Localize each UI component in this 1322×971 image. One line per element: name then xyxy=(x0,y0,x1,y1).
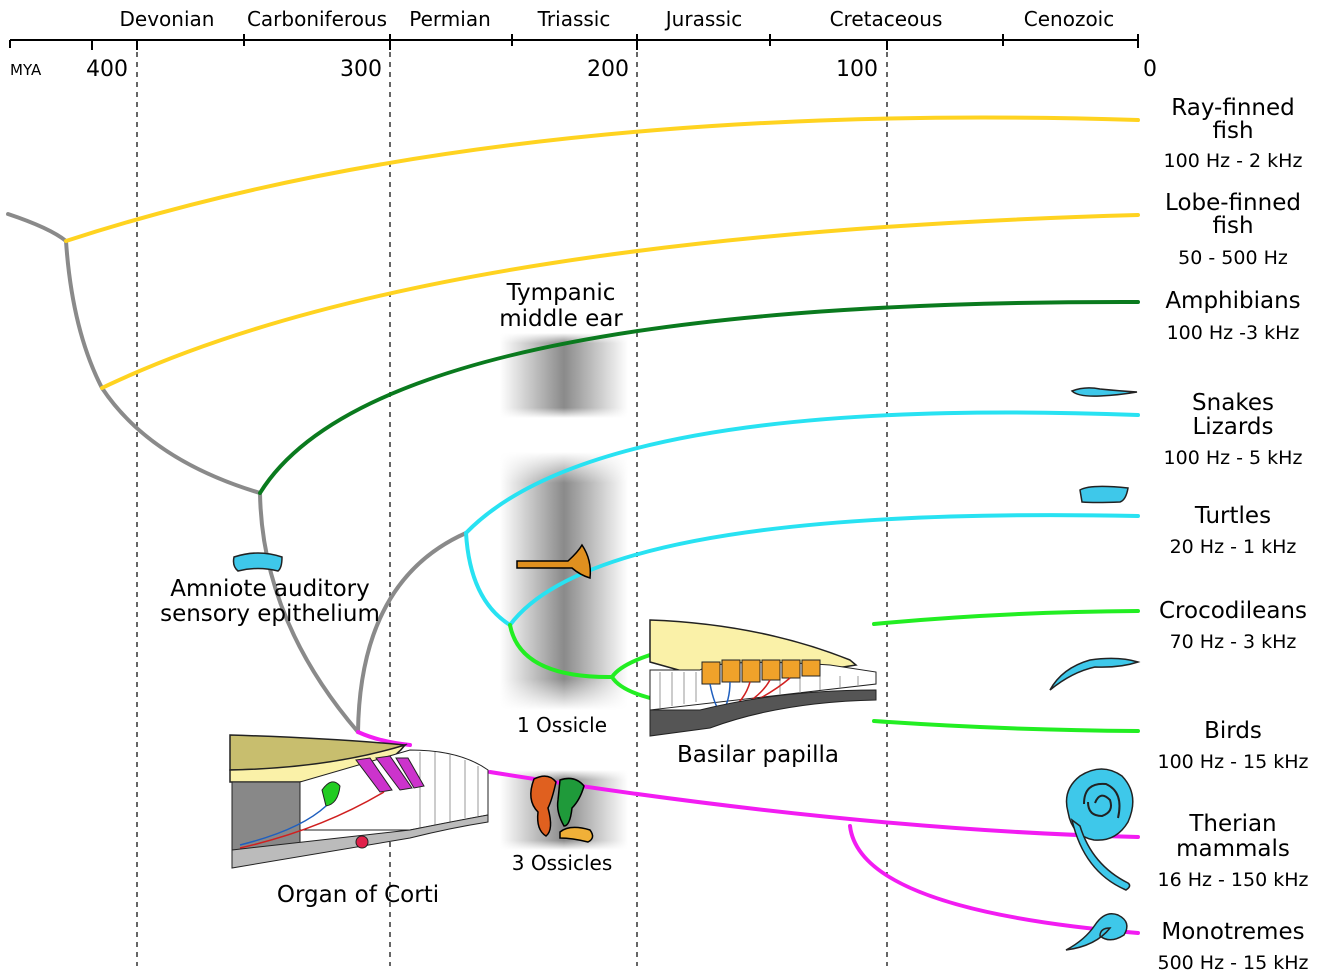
mya-tick-0: 0 xyxy=(1143,57,1157,82)
mya-unit-label: MYA xyxy=(10,61,42,79)
clade-frequency-range-crocodileans: 70 Hz - 3 kHz xyxy=(1170,631,1297,653)
columella-icon xyxy=(516,543,592,579)
ray-finned-fish-branch xyxy=(64,115,1140,243)
tympanic-label-line1: Tympanic xyxy=(506,280,616,306)
tympanic-label-line2: middle ear xyxy=(499,306,623,332)
clade-name-snakes-lizards-line2: Lizards xyxy=(1192,414,1273,440)
basilar-papilla-label: Basilar papilla xyxy=(677,742,839,768)
crocodilian-papilla-icon xyxy=(1049,657,1141,691)
clade-frequency-range-ray-finned-fish: 100 Hz - 2 kHz xyxy=(1164,150,1303,172)
phylogeny-tree xyxy=(6,115,1140,935)
crocodilian-branch-near xyxy=(610,653,652,679)
clade-frequency-range-monotremes: 500 Hz - 15 kHz xyxy=(1158,952,1309,971)
therian-branch xyxy=(488,770,1140,839)
turtle-branch xyxy=(508,513,1140,627)
period-label-carboniferous: Carboniferous xyxy=(247,7,387,31)
clade-name-lobe-finned-fish-line2: fish xyxy=(1212,213,1253,239)
period-label-triassic: Triassic xyxy=(537,7,611,31)
amniote-branch xyxy=(356,531,468,734)
clade-name-therian-mammals-line2: mammals xyxy=(1176,836,1290,862)
timeline-header: Devonian Carboniferous Permian Triassic … xyxy=(9,7,1157,82)
one-ossicle-label: 1 Ossicle xyxy=(517,713,607,737)
clade-name-birds-line1: Birds xyxy=(1204,718,1262,744)
mya-tick-marks xyxy=(91,40,888,50)
lobe-finned-fish-branch xyxy=(100,213,1140,390)
clade-frequency-range-therian-mammals: 16 Hz - 150 kHz xyxy=(1158,869,1309,891)
organ-of-corti-illustration xyxy=(229,734,489,869)
bird-branch xyxy=(872,719,1140,733)
squamate-papilla-icon xyxy=(1070,387,1138,397)
clade-name-ray-finned-fish-line2: fish xyxy=(1212,118,1253,144)
clade-frequency-range-snakes-lizards: 100 Hz - 5 kHz xyxy=(1164,447,1303,469)
epithelium-icons xyxy=(232,387,1141,951)
period-label-cretaceous: Cretaceous xyxy=(830,7,943,31)
mya-tick-400: 400 xyxy=(86,57,128,82)
mya-tick-300: 300 xyxy=(340,57,382,82)
clade-name-snakes-lizards-line1: Snakes xyxy=(1192,390,1274,416)
three-ossicles-icon xyxy=(530,775,594,843)
basilar-papilla-illustration xyxy=(649,619,877,737)
clade-frequency-range-birds: 100 Hz - 15 kHz xyxy=(1158,751,1309,773)
therian-cochlea-icon xyxy=(1065,768,1134,891)
mya-tick-100: 100 xyxy=(836,57,878,82)
period-label-permian: Permian xyxy=(409,7,491,31)
mya-tick-200: 200 xyxy=(587,57,629,82)
clade-name-ray-finned-fish-line1: Ray-finned xyxy=(1171,95,1294,121)
monotreme-branch xyxy=(848,824,1140,935)
crocodilian-branch xyxy=(872,609,1140,626)
amniote-epithelium-icon xyxy=(232,552,283,572)
turtle-papilla-icon xyxy=(1079,485,1129,504)
clade-frequency-range-turtles: 20 Hz - 1 kHz xyxy=(1170,536,1297,558)
monotreme-cochlea-icon xyxy=(1065,913,1128,951)
amphibian-branch xyxy=(258,299,1140,495)
middle-ear-bands xyxy=(500,333,628,850)
annotations: Tympanic middle ear Amniote auditory sen… xyxy=(160,280,839,908)
period-label-cenozoic: Cenozoic xyxy=(1024,7,1114,31)
period-label-jurassic: Jurassic xyxy=(664,7,742,31)
amniote-label-line2: sensory epithelium xyxy=(160,601,380,627)
clade-name-amphibians-line1: Amphibians xyxy=(1165,288,1300,314)
bird-branch-near xyxy=(610,675,652,700)
corti-red-vessel xyxy=(355,835,369,849)
ancestral-branch xyxy=(6,212,360,734)
clade-frequency-range-amphibians: 100 Hz -3 kHz xyxy=(1167,322,1300,344)
clade-name-turtles-line1: Turtles xyxy=(1194,503,1271,529)
clade-name-lobe-finned-fish-line1: Lobe-finned xyxy=(1165,190,1301,216)
squamate-branch xyxy=(464,410,1140,535)
clade-name-crocodileans-line1: Crocodileans xyxy=(1159,598,1307,624)
amniote-label-line1: Amniote auditory xyxy=(170,576,369,602)
archosaur-stem xyxy=(508,623,614,680)
sauropsid-stem xyxy=(464,531,512,627)
three-ossicles-label: 3 Ossicles xyxy=(512,851,613,875)
clade-name-therian-mammals-line1: Therian xyxy=(1188,811,1276,837)
organ-of-corti-label: Organ of Corti xyxy=(277,882,439,908)
clade-frequency-range-lobe-finned-fish: 50 - 500 Hz xyxy=(1178,247,1288,269)
period-label-devonian: Devonian xyxy=(120,7,215,31)
clade-name-monotremes-line1: Monotremes xyxy=(1161,919,1304,945)
